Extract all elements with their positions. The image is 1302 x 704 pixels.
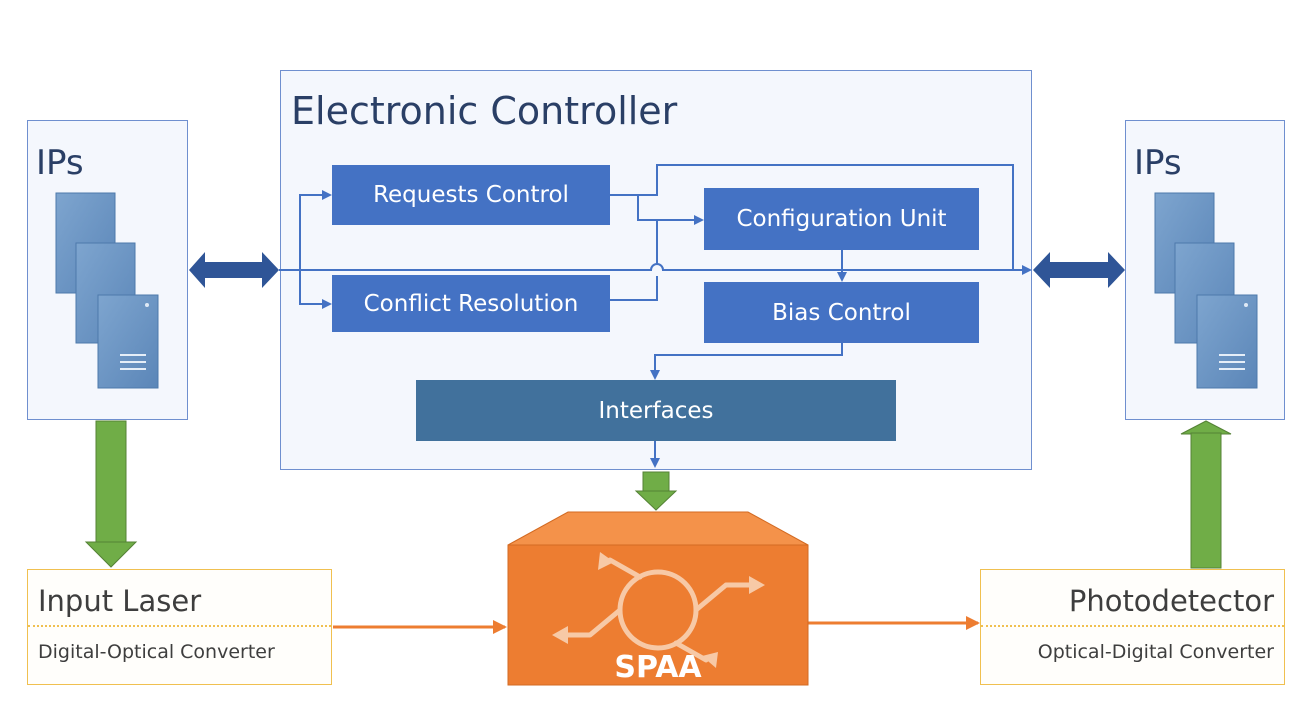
photodetector-divider: [981, 625, 1284, 627]
server-icon: [55, 192, 159, 389]
spaa-label: SPAA: [614, 650, 702, 685]
photodetector-title: Photodetector: [1068, 584, 1274, 618]
green-arrow-up-right: [1180, 420, 1232, 569]
bias-control-block: Bias Control: [704, 282, 979, 343]
interfaces-block: Interfaces: [416, 380, 896, 441]
photodetector-box: Photodetector Optical-Digital Converter: [980, 569, 1285, 685]
configuration-unit-block: Configuration Unit: [704, 188, 979, 250]
server-icon: [1154, 192, 1258, 389]
ring-router-icon: [562, 557, 755, 663]
input-laser-title: Input Laser: [38, 584, 202, 618]
conflict-resolution-block: Conflict Resolution: [332, 275, 610, 332]
double-arrow-icon: [1033, 252, 1125, 288]
green-arrow-down-left: [84, 420, 138, 568]
ips-title-left: IPs: [36, 143, 84, 183]
controller-title: Electronic Controller: [291, 89, 678, 133]
green-arrow-down-center: [634, 471, 678, 511]
controller-connectors: [279, 164, 1032, 468]
photodetector-subtitle: Optical-Digital Converter: [1037, 641, 1274, 663]
double-arrow-icon: [189, 252, 279, 288]
input-laser-divider: [28, 625, 331, 627]
spaa-block: [507, 511, 809, 686]
input-laser-box: Input Laser Digital-Optical Converter: [27, 569, 332, 685]
requests-control-block: Requests Control: [332, 165, 610, 225]
input-laser-subtitle: Digital-Optical Converter: [38, 641, 275, 663]
ips-title-right: IPs: [1134, 143, 1182, 183]
